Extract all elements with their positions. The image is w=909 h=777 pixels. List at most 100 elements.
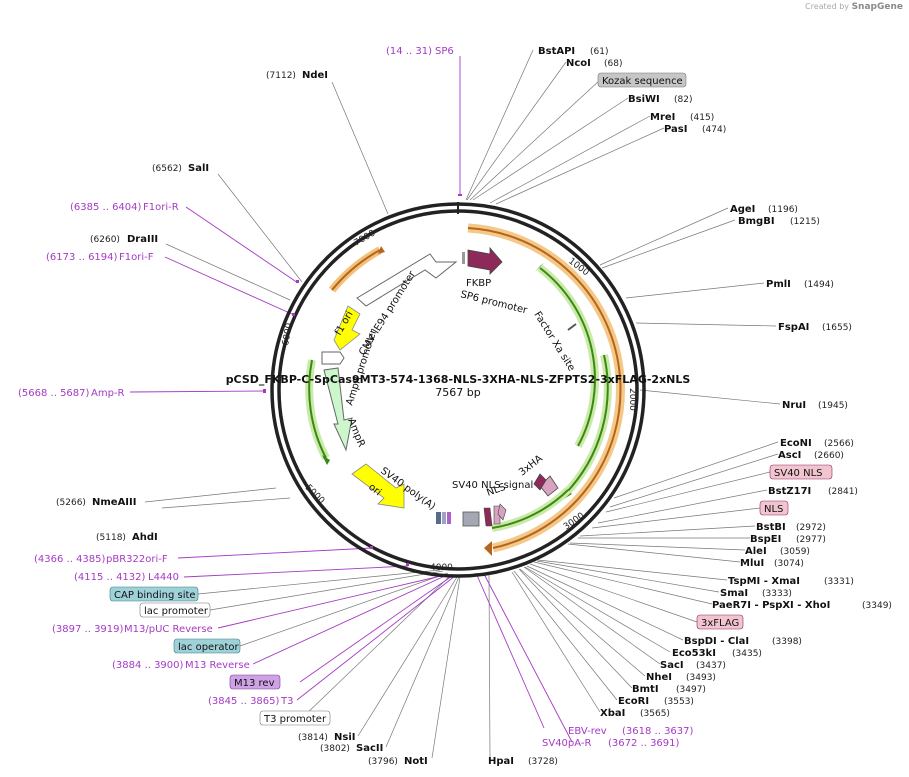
site-pmli[interactable]: PmlI(1494) [766, 279, 834, 290]
svg-text:(61): (61) [590, 47, 608, 57]
svg-text:(474): (474) [702, 125, 726, 135]
badge-t3-promoter[interactable]: T3 promoter [259, 710, 331, 726]
svg-text:(6562): (6562) [152, 164, 182, 174]
site-xbai[interactable]: XbaI(3565) [600, 708, 670, 719]
site-bstapi[interactable]: BstAPI (61) [538, 46, 608, 57]
svg-text:(6173 .. 6194): (6173 .. 6194) [46, 252, 118, 263]
site-fspai[interactable]: FspAI(1655) [778, 322, 852, 333]
svg-text:F1ori-F: F1ori-F [119, 252, 154, 263]
svg-text:(3796): (3796) [368, 757, 398, 767]
svg-text:(1655): (1655) [822, 323, 852, 333]
primer-f1ori-f[interactable]: (6173 .. 6194)F1ori-F [46, 252, 154, 263]
site-econi[interactable]: EcoNI(2566) [780, 438, 854, 449]
site-nrui[interactable]: NruI(1945) [782, 400, 848, 411]
svg-text:(3802): (3802) [320, 744, 350, 754]
tick-7000: 7000 [353, 228, 378, 248]
site-bspdi-clai[interactable]: BspDI - ClaI(3398) [684, 636, 802, 647]
badge-lac-operator[interactable]: lac operator [173, 638, 241, 654]
svg-text:(4366 .. 4385): (4366 .. 4385) [34, 554, 106, 565]
svg-text:(3553): (3553) [664, 697, 694, 707]
svg-text:(3728): (3728) [528, 757, 558, 767]
site-bmgbi[interactable]: BmgBI(1215) [738, 216, 820, 227]
site-ahdi[interactable]: (5118)AhdI [96, 532, 158, 543]
svg-text:(5118): (5118) [96, 533, 126, 543]
svg-text:(3437): (3437) [696, 661, 726, 671]
site-alei[interactable]: AleI(3059) [745, 546, 810, 557]
site-tspmi-xmai[interactable]: TspMI - XmaI(3331) [728, 576, 854, 587]
3xha-arrow [539, 475, 559, 497]
primer-f1ori-r[interactable]: (6385 .. 6404)F1ori-R [70, 202, 179, 213]
badge-lac-promoter[interactable]: lac promoter [139, 602, 211, 618]
tick-4000: 4000 [430, 563, 453, 573]
site-pasi[interactable]: PasI (474) [664, 124, 726, 135]
primer-sv40pa-r[interactable]: SV40pA-R(3672 .. 3691) [542, 738, 680, 749]
site-smai[interactable]: SmaI(3333) [720, 588, 792, 599]
primer-m13-puc-reverse[interactable]: (3897 .. 3919)M13/pUC Reverse [52, 624, 213, 635]
svg-text:XbaI: XbaI [600, 708, 625, 719]
svg-text:EcoRI: EcoRI [618, 696, 649, 707]
primer-lines [129, 56, 573, 743]
svg-text:EcoNI: EcoNI [780, 438, 812, 449]
svg-text:MluI: MluI [740, 558, 764, 569]
svg-text:Kozak sequence: Kozak sequence [602, 76, 683, 87]
site-bstbi[interactable]: BstBI(2972) [756, 522, 826, 533]
small-feature-1 [436, 512, 441, 524]
primer-sp6[interactable]: (14 .. 31)SP6 [386, 46, 454, 57]
site-nsii[interactable]: (3814)NsiI [298, 732, 355, 743]
svg-text:Eco53kI: Eco53kI [672, 648, 716, 659]
site-sacii[interactable]: (3802)SacII [320, 743, 383, 754]
svg-text:AleI: AleI [745, 546, 767, 557]
site-agei[interactable]: AgeI(1196) [730, 204, 798, 215]
svg-text:(3493): (3493) [686, 673, 716, 683]
site-ncoi[interactable]: NcoI(68) [566, 58, 622, 69]
site-eco53ki[interactable]: Eco53kI(3435) [672, 648, 762, 659]
site-bspei[interactable]: BspEI(2977) [750, 534, 826, 545]
site-sali[interactable]: (6562)SalI [152, 163, 209, 174]
svg-text:lac operator: lac operator [178, 642, 239, 653]
site-bmti[interactable]: BmtI(3497) [632, 684, 706, 695]
svg-text:BstAPI: BstAPI [538, 46, 575, 57]
primer-ebv-rev[interactable]: EBV-rev(3618 .. 3637) [568, 726, 694, 737]
primer-pbr322ori-f[interactable]: (4366 .. 4385)pBR322ori-F [34, 554, 168, 565]
site-saci[interactable]: SacI(3437) [660, 660, 726, 671]
badge-nls[interactable]: NLS [759, 500, 789, 516]
svg-text:NheI: NheI [646, 672, 672, 683]
site-hpai[interactable]: HpaI(3728) [488, 756, 558, 767]
sv40-nls-signal-label: SV40 NLS signal [452, 480, 533, 491]
badge-m13-rev[interactable]: M13 rev [229, 674, 281, 690]
badge-cap-binding-site[interactable]: CAP binding site [109, 586, 199, 602]
nls-arrow-1 [483, 507, 493, 527]
svg-text:EBV-rev: EBV-rev [568, 726, 607, 737]
primer-l4440[interactable]: (4115 .. 4132)L4440 [74, 572, 179, 583]
svg-text:PasI: PasI [664, 124, 687, 135]
site-bstz17i[interactable]: BstZ17I (2841) [768, 486, 858, 497]
svg-text:(1215): (1215) [790, 217, 820, 227]
site-noti[interactable]: (3796)NotI [368, 756, 428, 767]
site-mlui[interactable]: MluI(3074) [740, 558, 804, 569]
site-bsiwi[interactable]: BsiWI(82) [628, 94, 692, 105]
svg-text:T3 promoter: T3 promoter [263, 714, 327, 725]
primer-t3[interactable]: (3845 .. 3865)T3 [208, 696, 293, 707]
svg-text:MreI: MreI [650, 112, 675, 123]
svg-text:(2841): (2841) [828, 487, 858, 497]
site-ndei[interactable]: (7112)NdeI [266, 70, 328, 81]
site-ecori[interactable]: EcoRI (3553) [618, 696, 694, 707]
svg-text:3xFLAG: 3xFLAG [701, 618, 739, 629]
site-asci[interactable]: AscI(2660) [778, 450, 844, 461]
site-nhei[interactable]: NheI (3493) [646, 672, 716, 683]
svg-text:(4115 .. 4132): (4115 .. 4132) [74, 572, 146, 583]
site-paer7i-pspxi-xhoi[interactable]: PaeR7I - PspXI - XhoI(3349) [712, 600, 892, 611]
primer-amp-r[interactable]: (5668 .. 5687)Amp-R [18, 388, 125, 399]
badge-sv40-nls[interactable]: SV40 NLS [769, 464, 833, 480]
factor-xa-mark [567, 323, 577, 331]
site-draiii[interactable]: (6260)DraIII [90, 234, 158, 245]
snapgene-credit: Created by SnapGene [805, 2, 903, 12]
site-nmeaiii[interactable]: (5266)NmeAIII [56, 497, 136, 508]
svg-text:pBR322ori-F: pBR322ori-F [106, 554, 168, 565]
primer-m13-reverse[interactable]: (3884 .. 3900)M13 Reverse [112, 660, 250, 671]
site-mrei[interactable]: MreI(415) [650, 112, 714, 123]
badge-3xflag[interactable]: 3xFLAG [696, 614, 744, 630]
svg-text:M13 Reverse: M13 Reverse [185, 660, 250, 671]
svg-text:BstZ17I: BstZ17I [768, 486, 811, 497]
badge-kozak[interactable]: Kozak sequence [597, 72, 687, 88]
